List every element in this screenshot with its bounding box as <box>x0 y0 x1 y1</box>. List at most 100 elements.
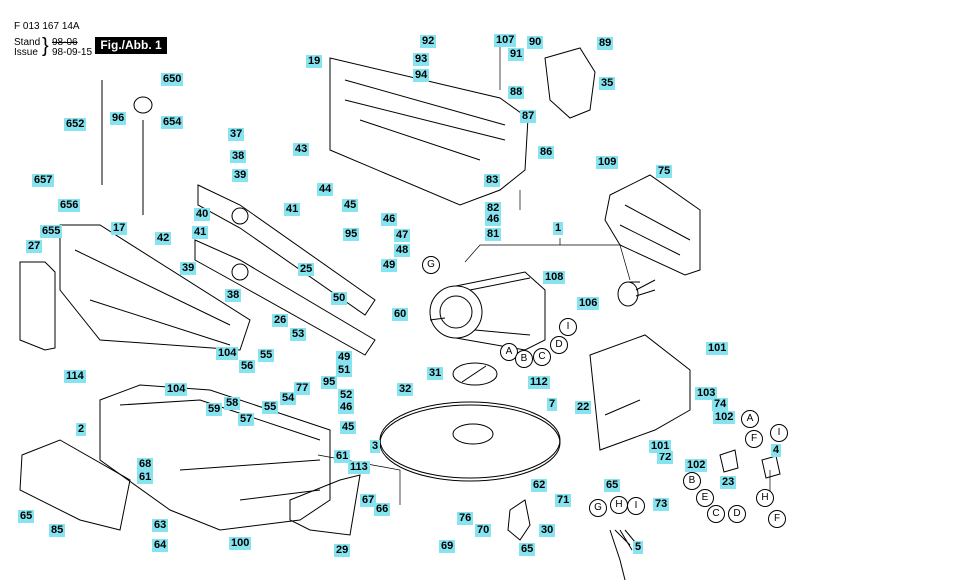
part-callout: 92 <box>420 35 437 48</box>
part-callout: 49 <box>381 259 398 272</box>
part-callout: 83 <box>484 174 501 187</box>
part-callout: 38 <box>230 150 247 163</box>
part-callout: 55 <box>258 349 275 362</box>
part-callout: 56 <box>239 360 256 373</box>
part-callout: 59 <box>206 403 223 416</box>
connector-letter: F <box>745 430 763 448</box>
rear-housing-drawing <box>59 224 251 351</box>
part-callout: 104 <box>165 383 188 396</box>
connector-letter: C <box>533 348 551 366</box>
part-callout: 102 <box>713 411 736 424</box>
power-cable-drawing <box>609 529 641 581</box>
part-callout: 101 <box>649 440 672 453</box>
part-callout: 89 <box>597 37 614 50</box>
connector-letter: I <box>627 497 645 515</box>
connector-letter: I <box>770 424 788 442</box>
part-callout: 46 <box>338 401 355 414</box>
connector-letter: A <box>741 410 759 428</box>
part-callout: 71 <box>555 494 572 507</box>
part-callout: 65 <box>18 510 35 523</box>
upper-arm-drawing <box>329 57 529 206</box>
tension-rod-drawing <box>101 80 153 215</box>
part-callout: 61 <box>334 450 351 463</box>
connector-letter: D <box>550 336 568 354</box>
part-callout: 57 <box>238 413 255 426</box>
part-callout: 31 <box>427 367 444 380</box>
part-callout: 67 <box>360 494 377 507</box>
rocker-switch-drawing <box>761 455 781 479</box>
part-callout: 76 <box>457 512 474 525</box>
part-callout: 17 <box>111 222 128 235</box>
part-callout: 19 <box>306 55 323 68</box>
part-callout: 74 <box>712 398 729 411</box>
part-callout: 4 <box>771 444 782 457</box>
part-callout: 38 <box>225 289 242 302</box>
connector-letter: I <box>559 318 577 336</box>
part-callout: 88 <box>508 86 525 99</box>
part-callout: 27 <box>26 240 43 253</box>
part-callout: 69 <box>439 540 456 553</box>
part-callout: 72 <box>657 451 674 464</box>
part-callout: 85 <box>49 524 66 537</box>
part-callout: 657 <box>32 174 55 187</box>
part-callout: 44 <box>317 183 334 196</box>
part-callout: 93 <box>413 53 430 66</box>
part-callout: 77 <box>294 382 311 395</box>
figure-label: Fig./Abb. 1 <box>95 37 167 54</box>
part-callout: 652 <box>64 118 87 131</box>
part-callout: 30 <box>539 524 556 537</box>
table-drawing <box>379 401 561 482</box>
part-callout: 60 <box>392 308 409 321</box>
brace-symbol: } <box>42 35 49 57</box>
leader-lines <box>317 42 771 505</box>
switch-box-drawing <box>589 334 691 451</box>
part-callout: 41 <box>284 203 301 216</box>
part-callout: 48 <box>394 244 411 257</box>
capacitor-drawing <box>617 279 656 307</box>
table-insert-drawing <box>452 362 498 386</box>
part-callout: 25 <box>298 263 315 276</box>
part-callout: 101 <box>706 342 729 355</box>
part-callout: 54 <box>280 392 297 405</box>
part-callout: 654 <box>161 116 184 129</box>
part-callout: 26 <box>272 314 289 327</box>
part-callout: 65 <box>604 479 621 492</box>
part-callout: 100 <box>229 537 252 550</box>
part-callout: 73 <box>653 498 670 511</box>
part-callout: 52 <box>338 389 355 402</box>
part-callout: 45 <box>342 199 359 212</box>
part-callout: 113 <box>348 461 370 474</box>
lower-arms-drawing <box>194 184 376 356</box>
part-callout: 102 <box>685 459 708 472</box>
connector-letter: G <box>422 256 440 274</box>
part-callout: 109 <box>596 156 619 169</box>
part-callout: 43 <box>293 143 310 156</box>
part-callout: 70 <box>475 524 492 537</box>
connector-letter: E <box>696 489 714 507</box>
part-callout: 90 <box>527 36 544 49</box>
part-callout: 41 <box>192 226 209 239</box>
part-callout: 45 <box>340 421 357 434</box>
part-callout: 75 <box>656 165 673 178</box>
part-callout: 86 <box>538 146 555 159</box>
blade-cover-drawing <box>544 47 596 119</box>
part-callout: 650 <box>161 73 184 86</box>
part-callout: 104 <box>216 347 239 360</box>
part-callout: 51 <box>336 364 353 377</box>
part-callout: 49 <box>336 351 353 364</box>
part-callout: 29 <box>334 544 351 557</box>
part-callout: 64 <box>152 539 169 552</box>
part-callout: 3 <box>370 440 381 453</box>
part-callout: 23 <box>720 476 737 489</box>
part-callout: 37 <box>228 128 245 141</box>
motor-drawing <box>429 271 546 351</box>
part-callout: 96 <box>110 112 127 125</box>
part-callout: 112 <box>528 376 550 389</box>
part-callout: 114 <box>64 370 86 383</box>
part-callout: 35 <box>599 77 616 90</box>
part-callout: 87 <box>520 110 537 123</box>
part-callout: 50 <box>331 292 348 305</box>
connector-letter: D <box>728 505 746 523</box>
stand-label: Stand <box>14 37 41 48</box>
